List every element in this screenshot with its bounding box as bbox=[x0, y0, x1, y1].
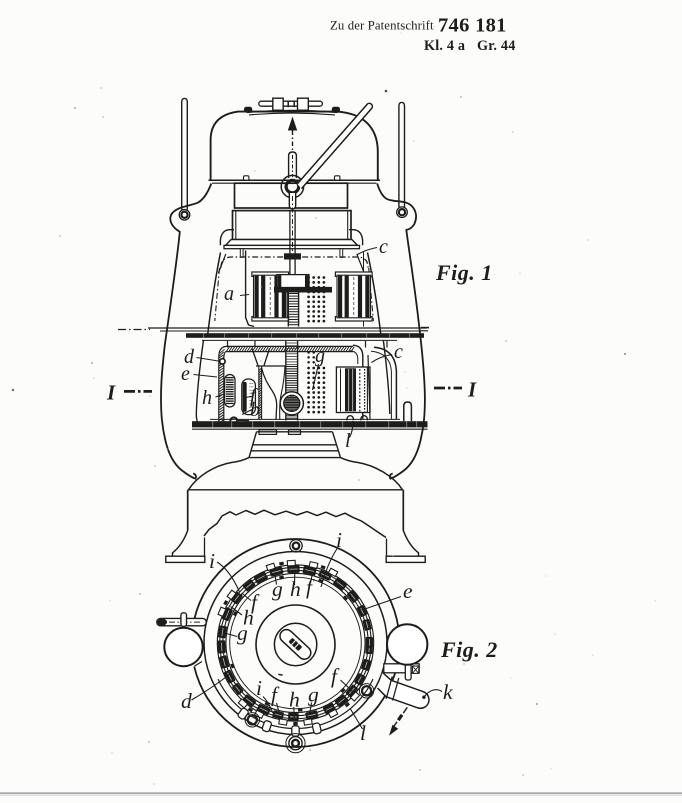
svg-text:i: i bbox=[209, 549, 215, 573]
svg-text:Zu der Patentschrift: Zu der Patentschrift bbox=[330, 19, 434, 33]
svg-text:k: k bbox=[443, 680, 453, 704]
svg-text:d: d bbox=[184, 346, 195, 368]
svg-text:l: l bbox=[360, 721, 366, 745]
svg-text:h: h bbox=[289, 688, 300, 712]
svg-text:l: l bbox=[345, 430, 351, 452]
svg-text:g: g bbox=[272, 577, 283, 601]
svg-text:g: g bbox=[308, 683, 319, 707]
svg-text:a: a bbox=[224, 283, 234, 305]
svg-text:g: g bbox=[237, 621, 248, 645]
svg-text:e: e bbox=[403, 579, 413, 603]
svg-text:i: i bbox=[336, 528, 342, 552]
svg-text:h: h bbox=[290, 577, 301, 601]
svg-text:I: I bbox=[467, 378, 477, 402]
svg-text:g: g bbox=[315, 345, 325, 367]
svg-text:d: d bbox=[181, 689, 192, 713]
svg-text:f: f bbox=[306, 575, 315, 599]
svg-text:Fig. 1: Fig. 1 bbox=[435, 260, 493, 285]
svg-text:f: f bbox=[271, 683, 280, 707]
svg-text:i: i bbox=[256, 676, 262, 700]
svg-text:c: c bbox=[379, 236, 388, 258]
svg-text:Gr. 44: Gr. 44 bbox=[477, 38, 516, 54]
svg-text:f: f bbox=[331, 664, 340, 688]
svg-text:h: h bbox=[202, 387, 212, 409]
svg-text:746 181: 746 181 bbox=[438, 15, 507, 37]
svg-text:Fig. 2: Fig. 2 bbox=[440, 637, 498, 662]
svg-text:c: c bbox=[394, 341, 403, 363]
svg-text:h: h bbox=[243, 606, 254, 630]
svg-text:Kl. 4 a: Kl. 4 a bbox=[424, 38, 465, 54]
svg-text:e: e bbox=[181, 363, 190, 385]
svg-text:b: b bbox=[250, 399, 260, 421]
svg-text:f: f bbox=[251, 590, 260, 614]
svg-text:f: f bbox=[250, 385, 258, 407]
svg-text:I: I bbox=[106, 381, 116, 405]
